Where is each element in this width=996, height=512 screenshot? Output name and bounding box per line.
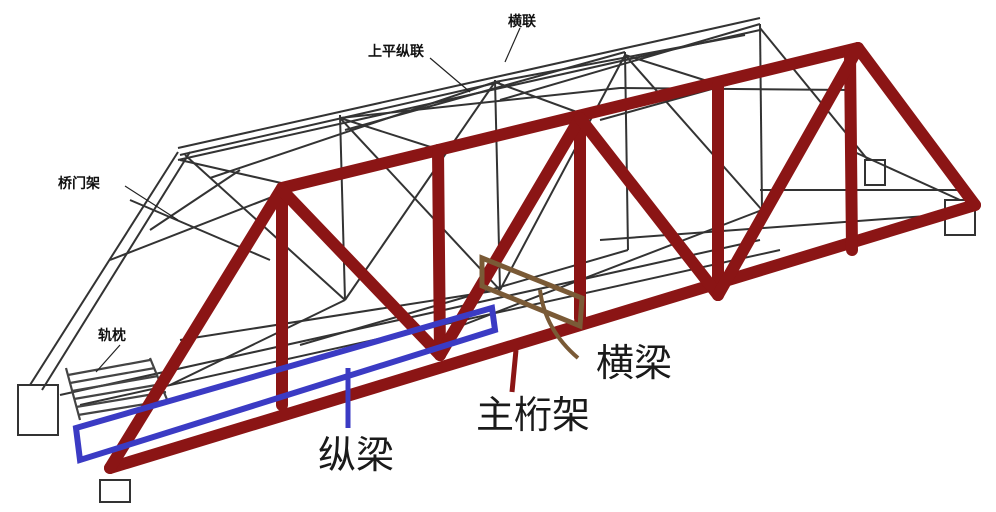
label-top-lateral-bracing: 上平纵联 [368, 43, 425, 60]
label-leaders [95, 27, 521, 373]
stringer-highlight [72, 304, 499, 464]
label-sleepers: 轨枕 [98, 327, 126, 344]
sleepers-line-art [64, 357, 171, 421]
label-stringer: 纵梁 [318, 433, 394, 477]
label-main-truss: 主桁架 [476, 393, 590, 437]
label-sway-bracing: 横联 [508, 13, 537, 30]
main-truss-pointer [509, 349, 519, 393]
floor-beam-highlight [479, 254, 585, 360]
label-floor-beam: 横梁 [596, 341, 672, 385]
label-portal-frame: 桥门架 [58, 175, 100, 192]
